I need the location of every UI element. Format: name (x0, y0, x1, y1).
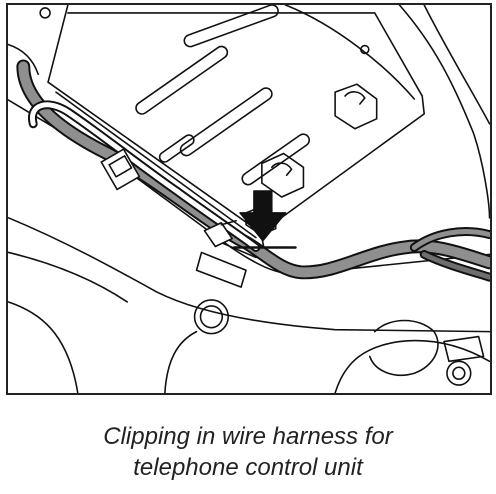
down-arrow-icon (232, 190, 297, 249)
mounting-holes (193, 299, 485, 386)
body-panel (8, 5, 490, 393)
wire-harness (16, 59, 490, 282)
telephone-control-unit (39, 5, 425, 249)
caption-line-2: telephone control unit (133, 454, 363, 481)
figure-caption: Clipping in wire harness for telephone c… (0, 421, 496, 483)
illustration-drawing (8, 5, 490, 393)
caption-line-1: Clipping in wire harness for (103, 423, 393, 450)
technical-illustration (6, 3, 492, 395)
